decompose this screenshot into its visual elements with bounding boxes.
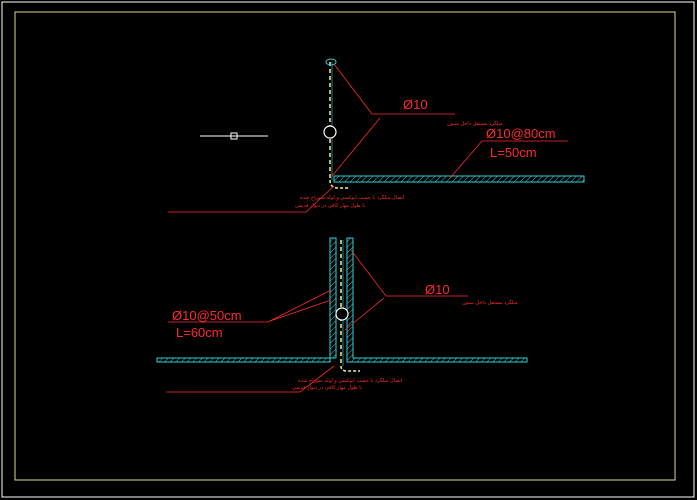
top-detail: Ø10 ميلگرد مستقل داخل ستون Ø10@80cm L=50…	[168, 58, 585, 213]
bottom-dowel-label: Ø10@50cm	[172, 308, 242, 323]
top-dowel-label: Ø10@80cm	[486, 126, 556, 141]
bottom-bar-note: ميلگرد مستقل داخل ستون	[462, 299, 518, 306]
top-bar-foot	[329, 179, 350, 189]
column-right-wall	[346, 237, 528, 363]
top-bar-label: Ø10	[403, 97, 428, 112]
circle-bar-icon	[323, 125, 337, 139]
top-bar-head	[325, 58, 337, 66]
bottom-anchor-note-1: اتصال ميلگرد با چسب اپوكسي و لوله سوراخ …	[298, 377, 402, 384]
top-bar-note: ميلگرد مستقل داخل ستون	[447, 120, 503, 127]
bottom-dowel-leader-2	[269, 299, 332, 322]
top-dowel-leader	[331, 117, 381, 177]
bottom-bar-label: Ø10	[425, 282, 450, 297]
inner-frame	[14, 11, 676, 481]
top-dowel-leader-2	[449, 140, 568, 179]
top-bar-leader	[333, 63, 455, 115]
bottom-bar-leader	[350, 249, 468, 297]
circle-bar-icon-bottom	[335, 307, 349, 321]
column-left-wall	[156, 237, 337, 363]
bottom-anchor-note-2: با طول مهار كافي در ديوار قديمي	[292, 385, 362, 391]
bottom-bar-leader-2	[344, 297, 385, 331]
top-dowel-length: L=50cm	[490, 145, 537, 160]
top-anchor-leader	[168, 185, 335, 213]
bottom-dowel-leader	[168, 289, 332, 323]
top-slab	[333, 175, 585, 183]
top-anchor-note-2: با طول مهار كافي در ديوار قديمي	[295, 203, 365, 209]
bottom-bar-foot	[340, 365, 360, 372]
bottom-detail: Ø10 ميلگرد مستقل داخل ستون Ø10@50cm L=60…	[156, 237, 528, 393]
bottom-anchor-leader	[166, 365, 335, 393]
top-anchor-note-1: اتصال ميلگرد با چسب اپوكسي و لوله سوراخ …	[300, 194, 404, 201]
bottom-dowel-length: L=60cm	[176, 325, 223, 340]
reference-marker	[200, 132, 268, 140]
grip-square-icon	[230, 132, 238, 140]
